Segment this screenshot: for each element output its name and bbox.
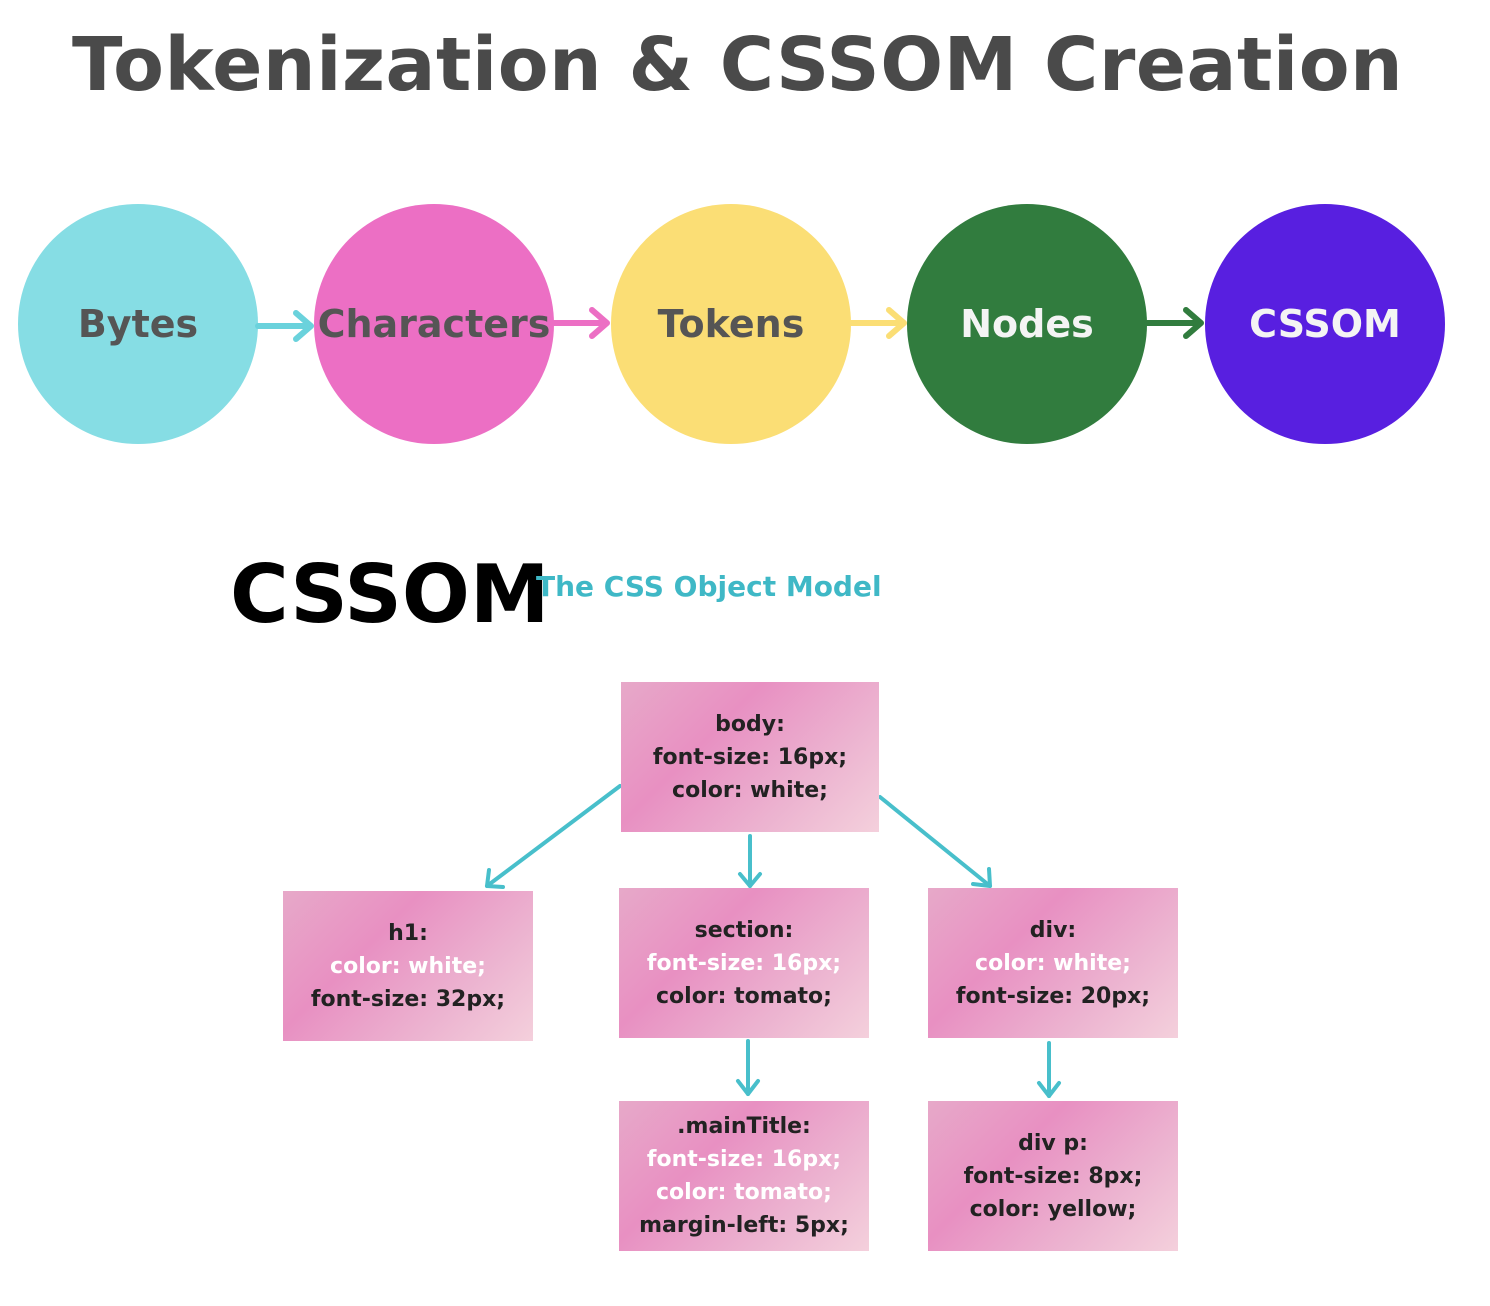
- rule-declaration: font-size: 16px;: [646, 950, 842, 976]
- cssom-subtitle: The CSS Object Model: [536, 570, 882, 603]
- rule-selector: .mainTitle:: [677, 1114, 811, 1139]
- pipeline-step-label: Characters: [317, 302, 551, 346]
- pipeline-arrow-nodes-to-cssom: [1144, 307, 1204, 339]
- rule-node-div: div: color: white; font-size: 20px;: [928, 888, 1178, 1038]
- connector-div-to-divp: [1037, 1041, 1061, 1098]
- rule-declaration: color: tomato;: [656, 983, 832, 1009]
- rule-declaration: font-size: 20px;: [955, 983, 1151, 1009]
- pipeline-step-label: Tokens: [657, 302, 805, 346]
- rule-node-section: section: font-size: 16px; color: tomato;: [619, 888, 869, 1038]
- rule-selector: h1:: [388, 920, 428, 946]
- connector-body-to-section: [738, 834, 762, 888]
- rule-declaration: color: white;: [975, 950, 1131, 976]
- pipeline-step-label: Nodes: [960, 302, 1094, 346]
- rule-selector: body:: [715, 711, 785, 737]
- rule-declaration: margin-left: 5px;: [639, 1213, 849, 1238]
- connector-body-to-div: [878, 795, 992, 888]
- pipeline-step-bytes: Bytes: [18, 204, 258, 444]
- pipeline-step-characters: Characters: [314, 204, 554, 444]
- rule-declaration: font-size: 16px;: [652, 744, 848, 770]
- pipeline-step-cssom: CSSOM: [1205, 204, 1445, 444]
- connector-body-to-h1: [485, 784, 622, 889]
- rule-declaration: color: white;: [672, 777, 828, 803]
- rule-declaration: font-size: 8px;: [963, 1163, 1143, 1189]
- pipeline-step-label: CSSOM: [1249, 302, 1401, 346]
- pipeline-step-tokens: Tokens: [611, 204, 851, 444]
- pipeline-arrow-characters-to-tokens: [551, 307, 610, 339]
- rule-selector: div:: [1029, 917, 1077, 943]
- rule-node-body: body: font-size: 16px; color: white;: [621, 682, 879, 832]
- rule-node-maintitle: .mainTitle: font-size: 16px; color: toma…: [619, 1101, 869, 1251]
- rule-selector: div p:: [1018, 1130, 1088, 1156]
- rule-selector: section:: [694, 917, 794, 943]
- pipeline-step-label: Bytes: [77, 302, 199, 346]
- connector-section-to-maintitle: [736, 1039, 760, 1096]
- pipeline-step-nodes: Nodes: [907, 204, 1147, 444]
- rule-declaration: color: white;: [330, 953, 486, 979]
- rule-node-div-p: div p: font-size: 8px; color: yellow;: [928, 1101, 1178, 1251]
- page-title: Tokenization & CSSOM Creation: [72, 22, 1404, 108]
- rule-declaration: color: yellow;: [969, 1196, 1137, 1222]
- rule-declaration: font-size: 32px;: [310, 986, 506, 1012]
- pipeline-arrow-tokens-to-nodes: [848, 307, 907, 339]
- rule-declaration: color: tomato;: [656, 1180, 832, 1205]
- pipeline-arrow-bytes-to-characters: [255, 310, 314, 342]
- rule-node-h1: h1: color: white; font-size: 32px;: [283, 891, 533, 1041]
- cssom-heading: CSSOM: [230, 548, 550, 641]
- rule-declaration: font-size: 16px;: [646, 1147, 842, 1172]
